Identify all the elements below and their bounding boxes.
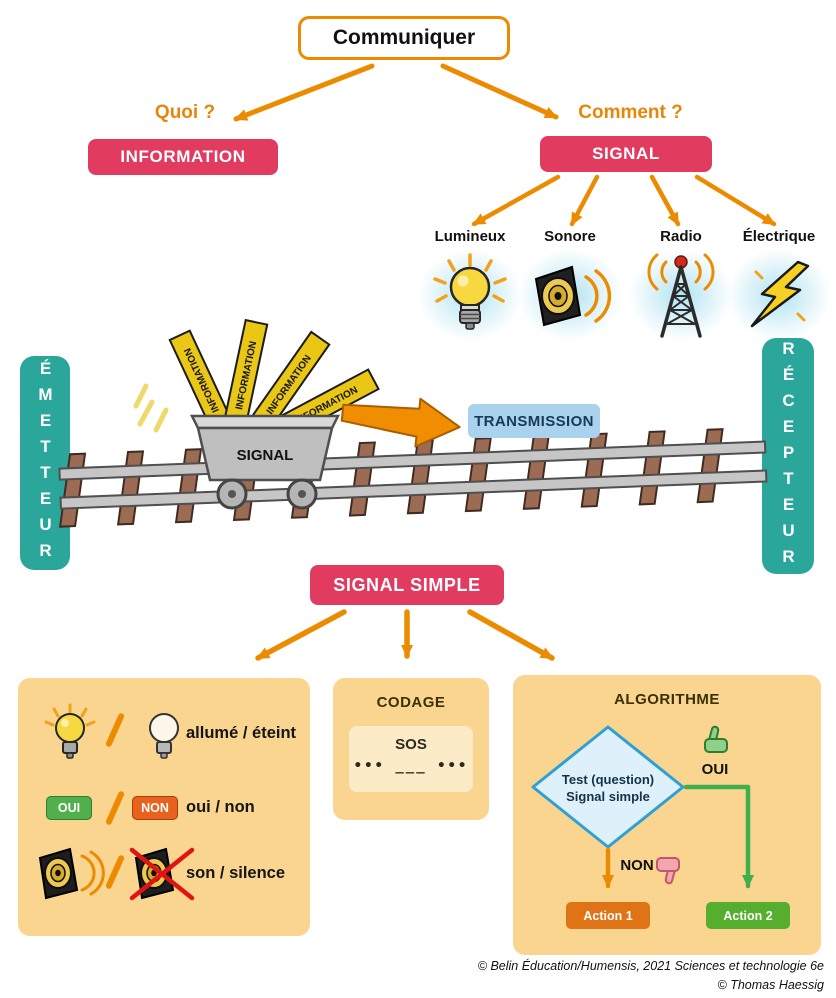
credit-line-2: © Thomas Haessig: [717, 978, 824, 993]
signal-cart-icon: INFORMATION INFORMATION INFORMATION INFO…: [168, 318, 380, 510]
panel-codage: CODAGE SOS ••• ___ •••: [333, 678, 489, 820]
test-label-line2: Signal simple: [566, 789, 650, 804]
signal-type-radio: Radio: [629, 228, 733, 341]
oui-badge: OUI: [46, 796, 92, 820]
slash-separator: [104, 854, 126, 890]
signal-simple-arrows: [255, 609, 555, 661]
oui-label: OUI: [701, 761, 729, 778]
credit-line-1: © Belin Éducation/Humensis, 2021 Science…: [477, 959, 824, 973]
test-label-line1: Test (question): [562, 772, 654, 787]
lit-bulb-icon: [44, 703, 96, 759]
non-badge: NON: [132, 796, 178, 820]
algorithme-title: ALGORITHME: [614, 691, 720, 708]
panel-algorithme: ALGORITHME Test (question) Signal simple…: [513, 675, 821, 955]
signal-type-label: Électrique: [742, 228, 816, 245]
receiver-badge: RÉCEPTEUR: [762, 338, 814, 574]
non-label: NON: [620, 857, 654, 874]
footer-credits: © Belin Éducation/Humensis, 2021 Science…: [478, 957, 824, 996]
cart-label: SIGNAL: [237, 447, 294, 464]
action1-badge: Action 1: [566, 902, 650, 929]
transmission-badge: TRANSMISSION: [468, 404, 600, 438]
root-title-box: Communiquer: [298, 16, 510, 60]
signal-type-label: Sonore: [544, 228, 596, 245]
information-badge: INFORMATION: [88, 139, 278, 175]
signal-simple-badge: SIGNAL SIMPLE: [310, 565, 504, 605]
speaker-icon: [534, 265, 612, 327]
question-quoi: Quoi ?: [154, 102, 216, 123]
speaker-icon: [38, 847, 105, 900]
codage-morse: ••• ___ •••: [353, 758, 469, 774]
signal-type-iconwrap: [727, 249, 831, 341]
slash-separator: [104, 790, 126, 826]
question-comment: Comment ?: [578, 102, 683, 123]
signal-type-iconwrap: [418, 249, 522, 341]
light-bulb-icon: [433, 253, 507, 330]
panel-examples: allumé / éteint OUI NON oui / non son / …: [18, 678, 310, 936]
example-row-label: son / silence: [186, 864, 286, 882]
signal-type-sonore: Sonore: [518, 228, 622, 341]
signal-type-lumineux: Lumineux: [418, 228, 522, 341]
lightning-icon: [750, 260, 810, 328]
test-diamond: Test (question) Signal simple: [531, 725, 685, 849]
red-cross-icon: [129, 847, 195, 901]
transmission-arrow-icon: [340, 397, 461, 448]
signal-type-label: Lumineux: [434, 228, 506, 245]
emitter-badge: ÉMETTEUR: [20, 356, 70, 570]
codage-word: SOS: [395, 736, 427, 753]
signal-type-electrique: Électrique: [727, 228, 831, 341]
codage-box: SOS ••• ___ •••: [349, 726, 473, 792]
motion-lines-icon: [133, 383, 169, 433]
thumbs-down-icon: [656, 857, 680, 885]
signal-type-iconwrap: [518, 249, 622, 341]
example-row-label: allumé / éteint: [186, 724, 297, 742]
signal-type-arrows: [471, 174, 777, 227]
signal-type-label: Radio: [660, 228, 702, 245]
action2-badge: Action 2: [706, 902, 790, 929]
muted-speaker-icon: [129, 847, 195, 901]
codage-title: CODAGE: [376, 694, 446, 711]
example-row-label: oui / non: [186, 798, 255, 816]
slash-separator: [104, 712, 126, 748]
signal-type-iconwrap: [629, 249, 733, 341]
radio-tower-icon: [647, 253, 715, 338]
root-branch-arrows: [233, 63, 559, 122]
root-title: Communiquer: [332, 26, 476, 49]
signal-badge: SIGNAL: [540, 136, 712, 172]
unlit-bulb-icon: [149, 713, 179, 759]
thumbs-up-icon: [704, 725, 728, 753]
